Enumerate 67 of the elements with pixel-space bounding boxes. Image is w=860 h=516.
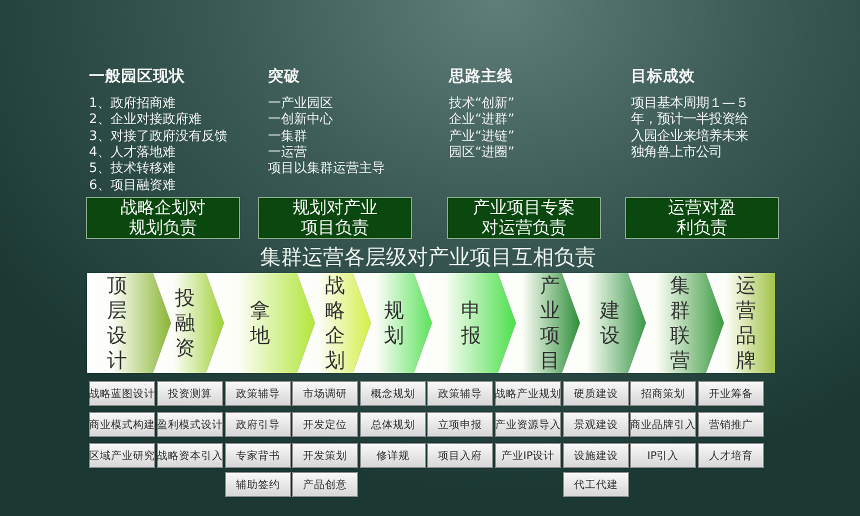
process-step: 顶层设计 <box>87 273 171 373</box>
list-item: 4、人才落地难 <box>89 145 176 161</box>
process-step: 投融资 <box>153 273 224 373</box>
process-step: 申报 <box>414 273 516 373</box>
list-item: 一产业园区 <box>268 96 333 112</box>
list-item: 产业“进链” <box>449 128 514 145</box>
item-box: 修详规 <box>360 443 426 468</box>
list-item: 一集群 <box>268 128 307 145</box>
process-step: 运营品牌 <box>706 273 775 373</box>
item-box: 政策辅导 <box>427 381 493 406</box>
item-box: 商业模式构建 <box>89 412 155 437</box>
item-box: IP引入 <box>630 443 696 468</box>
process-step: 建设 <box>562 273 646 373</box>
item-box: 招商策划 <box>630 381 696 406</box>
item-box: 商业品牌引入 <box>630 412 696 437</box>
column-heading: 思路主线 <box>449 67 513 85</box>
list-item: 一运营 <box>268 145 307 161</box>
item-box: 景观建设 <box>563 412 629 437</box>
process-step: 产业项目 <box>498 273 580 373</box>
list-item: 企业“进群” <box>449 112 514 129</box>
label-box: 战略企划对规划负责 <box>86 197 240 239</box>
item-box: 开业筹备 <box>698 381 764 406</box>
item-box: 战略蓝图设计 <box>89 381 155 406</box>
list-item: 技术“创新” <box>449 96 514 112</box>
column-heading: 目标成效 <box>631 67 695 85</box>
item-box: 产业IP设计 <box>495 443 561 468</box>
process-step: 集群联营 <box>628 273 724 373</box>
item-box: 立项申报 <box>427 412 493 437</box>
item-box: 产业资源导入 <box>495 412 561 437</box>
item-box: 政策辅导 <box>225 381 291 406</box>
process-step: 规划 <box>353 273 432 373</box>
list-item: 3、对接了政府没有反馈 <box>89 128 228 145</box>
item-box: 盈利模式设计 <box>157 412 223 437</box>
item-box: 市场调研 <box>292 381 358 406</box>
list-item: 1、政府招商难 <box>89 96 176 112</box>
label-box: 规划对产业项目负责 <box>258 197 412 239</box>
section-title: 集群运营各层级对产业项目互相负责 <box>259 244 597 270</box>
list-item: 5、技术转移难 <box>89 161 176 178</box>
list-item: 项目以集群运营主导 <box>268 161 385 178</box>
paragraph: 项目基本周期１—５年，预计一半投资给入园企业来培养未来独角兽上市公司 <box>631 96 750 162</box>
item-box: 专家背书 <box>225 443 291 468</box>
item-box: 投资测算 <box>157 381 223 406</box>
item-box: 营销推广 <box>698 412 764 437</box>
list-item: 2、企业对接政府难 <box>89 112 202 129</box>
item-box: 区域产业研究 <box>89 443 155 468</box>
item-box: 辅助签约 <box>225 472 291 497</box>
label-box: 运营对盈利负责 <box>625 197 779 239</box>
item-box: 政府引导 <box>225 412 291 437</box>
list-item: 一创新中心 <box>268 112 333 129</box>
item-box: 战略资本引入 <box>157 443 223 468</box>
item-box: 代工代建 <box>563 472 629 497</box>
column-heading: 突破 <box>268 67 300 85</box>
column-heading: 一般园区现状 <box>89 67 185 85</box>
item-box: 战略产业规划 <box>495 381 561 406</box>
item-box: 概念规划 <box>360 381 426 406</box>
list-item: 6、项目融资难 <box>89 178 176 194</box>
item-box: 开发定位 <box>292 412 358 437</box>
item-box: 设施建设 <box>563 443 629 468</box>
item-box: 开发策划 <box>292 443 358 468</box>
item-box: 产品创意 <box>292 472 358 497</box>
list-item: 园区“进圈” <box>449 145 514 162</box>
item-box: 硬质建设 <box>563 381 629 406</box>
item-box: 总体规划 <box>360 412 426 437</box>
item-box: 项目入府 <box>427 443 493 468</box>
item-box: 人才培育 <box>698 443 764 468</box>
label-box: 产业项目专案对运营负责 <box>447 197 601 239</box>
process-step: 拿地 <box>206 273 315 373</box>
